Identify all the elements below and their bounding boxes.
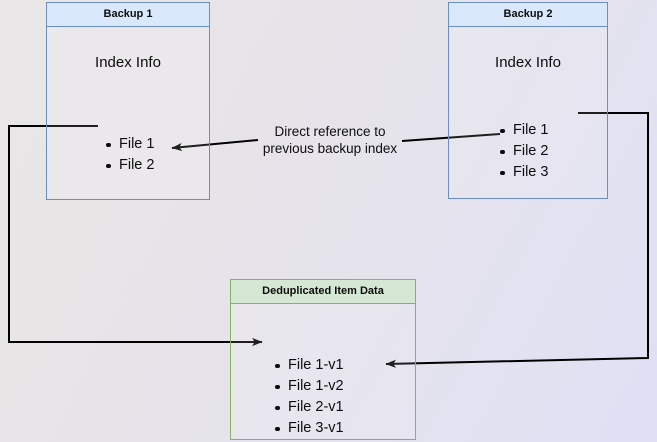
list-item: File 1-v2 bbox=[274, 376, 344, 397]
edge-label-line-1: Direct reference to bbox=[274, 124, 386, 139]
node-backup-2-index-label: Index Info bbox=[495, 54, 561, 71]
node-backup-2-body: Index Info File 1 File 2 File 3 bbox=[449, 27, 607, 180]
list-item: File 2 bbox=[105, 155, 154, 176]
list-item: File 1-v1 bbox=[274, 355, 344, 376]
node-dedup-header: Deduplicated Item Data bbox=[231, 280, 415, 304]
node-backup-1-index-label: Index Info bbox=[95, 54, 161, 71]
list-item: File 2 bbox=[499, 141, 548, 162]
node-backup-1-header: Backup 1 bbox=[47, 3, 209, 27]
list-item: File 2-v1 bbox=[274, 397, 344, 418]
list-item: File 3-v1 bbox=[274, 418, 344, 439]
list-item: File 1 bbox=[499, 120, 548, 141]
edge-label-line-2: previous backup index bbox=[262, 141, 398, 156]
node-backup-2[interactable]: Backup 2 Index Info File 1 File 2 File 3 bbox=[448, 2, 608, 199]
node-backup-2-file-list: File 1 File 2 File 3 bbox=[499, 120, 548, 183]
node-backup-1-body: Index Info File 1 File 2 bbox=[47, 27, 209, 173]
node-deduplicated-item-data[interactable]: Deduplicated Item Data File 1-v1 File 1-… bbox=[230, 279, 416, 440]
node-backup-1-file-list: File 1 File 2 bbox=[105, 134, 154, 176]
list-item: File 3 bbox=[499, 162, 548, 183]
node-dedup-file-list: File 1-v1 File 1-v2 File 2-v1 File 3-v1 bbox=[274, 355, 344, 439]
node-backup-1[interactable]: Backup 1 Index Info File 1 File 2 bbox=[46, 2, 210, 200]
list-item: File 1 bbox=[105, 134, 154, 155]
edge-label-direct-reference: Direct reference to previous backup inde… bbox=[249, 123, 411, 157]
node-backup-2-header: Backup 2 bbox=[449, 3, 607, 27]
